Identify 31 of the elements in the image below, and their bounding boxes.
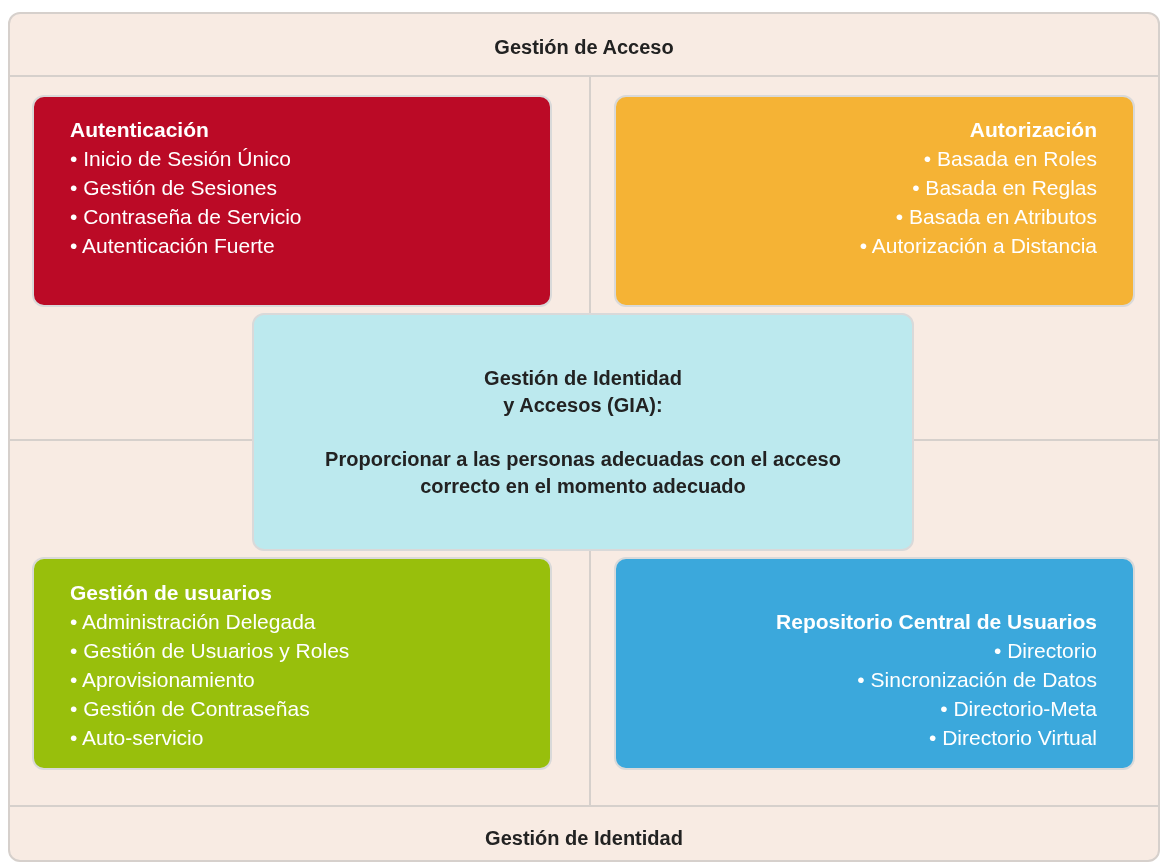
list-item: • Inicio de Sesión Único <box>70 146 292 172</box>
list-item: • Autorización a Distancia <box>858 233 1097 259</box>
outer-panel <box>8 12 1160 862</box>
list-item: • Basada en Reglas <box>911 175 1097 201</box>
list-item: • Autenticación Fuerte <box>70 233 276 259</box>
center-box <box>252 313 914 551</box>
card-heading: Autorización <box>968 117 1097 143</box>
list-item: • Sincronización de Datos <box>856 667 1097 693</box>
category-card <box>32 557 552 770</box>
section-heading: Gestión de Acceso <box>493 36 675 59</box>
center-text: Proporcionar a las personas adecuadas con el acceso correcto en el momento adecuado <box>324 446 842 499</box>
list-item: • Directorio Virtual <box>927 725 1097 751</box>
list-item: • Gestión de Sesiones <box>70 175 278 201</box>
list-item: • Contraseña de Servicio <box>70 204 303 230</box>
list-item: • Directorio <box>992 638 1097 664</box>
center-heading: Gestión de Identidad y Accesos (GIA): <box>483 365 683 418</box>
category-card <box>614 95 1135 307</box>
list-item: • Gestión de Contraseñas <box>70 696 311 722</box>
section-heading: Gestión de Identidad <box>484 827 684 850</box>
list-item: • Basada en Roles <box>922 146 1097 172</box>
list-item: • Gestión de Usuarios y Roles <box>70 638 351 664</box>
list-item: • Basada en Atributos <box>894 204 1097 230</box>
list-item: • Aprovisionamiento <box>70 667 256 693</box>
category-card <box>614 557 1135 770</box>
card-heading: Gestión de usuarios <box>70 580 273 606</box>
list-item: • Administración Delegada <box>70 609 317 635</box>
card-heading: Repositorio Central de Usuarios <box>775 609 1097 635</box>
category-card <box>32 95 552 307</box>
list-item: • Auto-servicio <box>70 725 205 751</box>
list-item: • Directorio-Meta <box>939 696 1097 722</box>
card-heading: Autenticación <box>70 117 210 143</box>
